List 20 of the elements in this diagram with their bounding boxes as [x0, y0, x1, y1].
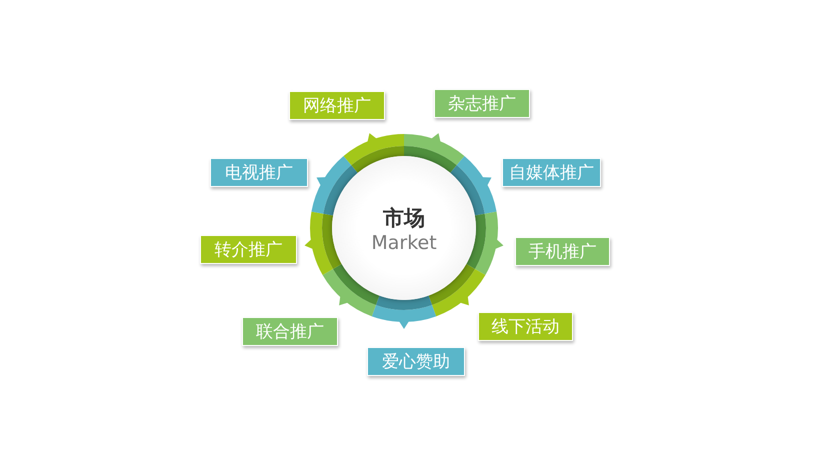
channel-tag	[210, 158, 308, 187]
channel-tag	[478, 312, 573, 341]
channel-tag	[502, 158, 601, 187]
channel-name: 爱心赞助	[382, 350, 450, 372]
channel-name: 手机推广	[528, 240, 596, 262]
channel-name: 电视推广	[225, 162, 293, 184]
center-title: 市场	[383, 205, 425, 231]
channel-name: 网络推广	[303, 94, 371, 116]
channel-name: 线下活动	[492, 316, 560, 338]
channel-name: 杂志推广	[448, 92, 516, 114]
channel-tag	[242, 317, 338, 346]
channel-tag	[515, 237, 610, 266]
channel-tag	[289, 91, 385, 120]
channel-tag	[367, 347, 465, 376]
channel-tag	[200, 235, 297, 264]
channel-name: 转介推广	[214, 238, 282, 260]
center-subtitle: Market	[371, 231, 437, 255]
channel-name: 自媒体推广	[509, 162, 594, 184]
channel-tag	[434, 89, 530, 118]
channel-name: 联合推广	[256, 320, 324, 342]
